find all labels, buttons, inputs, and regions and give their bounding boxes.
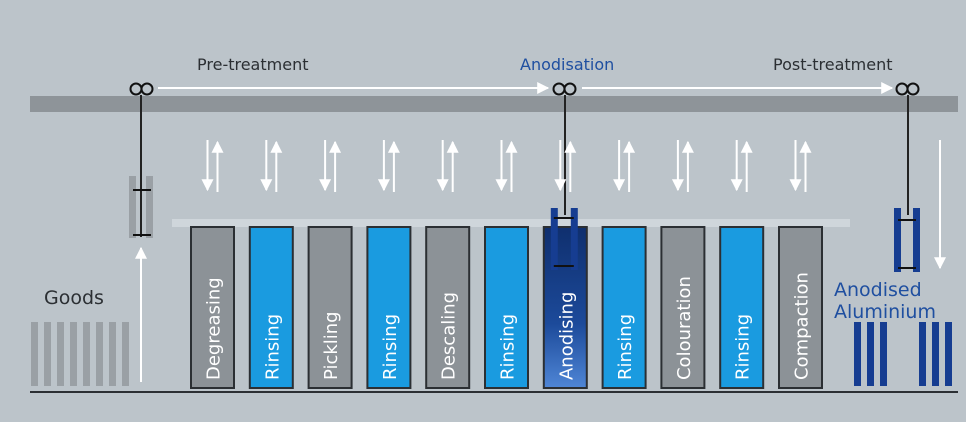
tank-label: Rinsing xyxy=(498,314,519,380)
tank-label: Compaction xyxy=(792,272,813,380)
anodised-label-line2: Aluminium xyxy=(834,301,936,323)
goods-bar xyxy=(83,322,90,386)
tank-label: Pickling xyxy=(321,311,342,380)
goods-bar xyxy=(31,322,38,386)
goods-bar xyxy=(57,322,64,386)
trolley-icon-1 xyxy=(129,82,154,237)
tank-5: Descaling xyxy=(425,226,471,389)
anodised-bar xyxy=(919,322,926,386)
overhead-rail xyxy=(30,96,958,112)
tank-label: Rinsing xyxy=(615,314,636,380)
tank-10: Rinsing xyxy=(719,226,765,389)
trolley-icon-3 xyxy=(895,82,920,215)
anodised-rack-icon xyxy=(894,208,920,272)
phase-label-post-treatment: Post-treatment xyxy=(773,55,893,74)
goods-bar xyxy=(44,322,51,386)
goods-bar xyxy=(109,322,116,386)
trolley-icon-2 xyxy=(552,82,577,215)
tank-9: Colouration xyxy=(660,226,706,389)
goods-bar xyxy=(122,322,129,386)
anodised-bar xyxy=(880,322,887,386)
phase-label-pre-treatment: Pre-treatment xyxy=(197,55,308,74)
anodised-label-line1: Anodised xyxy=(834,279,922,301)
goods-rack-icon xyxy=(129,176,153,238)
anodised-bar xyxy=(867,322,874,386)
tank-label: Degreasing xyxy=(204,277,225,380)
anodising-rack-icon xyxy=(550,208,578,270)
tank-label: Rinsing xyxy=(733,314,754,380)
tank-11: Compaction xyxy=(778,226,823,389)
anodised-bar xyxy=(854,322,861,386)
tank-label: Rinsing xyxy=(262,314,283,380)
tank-label: Rinsing xyxy=(380,314,401,380)
tank-label: Colouration xyxy=(674,276,695,380)
phase-label-anodisation: Anodisation xyxy=(520,55,614,74)
tank-7: Anodising xyxy=(542,226,588,389)
goods-stack-icon xyxy=(31,322,129,386)
goods-label: Goods xyxy=(44,287,104,309)
tank-label: Anodising xyxy=(556,292,577,380)
anodised-stack-icon xyxy=(854,322,952,386)
tank-1: Degreasing xyxy=(190,226,235,389)
tank-shelf xyxy=(172,219,850,227)
tank-3: Pickling xyxy=(307,226,353,389)
tank-8: Rinsing xyxy=(601,226,647,389)
tank-6: Rinsing xyxy=(484,226,529,389)
goods-bar xyxy=(96,322,103,386)
dip-arrows xyxy=(201,140,812,192)
goods-bar xyxy=(70,322,77,386)
tank-2: Rinsing xyxy=(248,226,294,389)
anodised-bar xyxy=(945,322,952,386)
tank-row: Degreasing Rinsing Pickling Rinsing Descalin… xyxy=(190,208,823,389)
anodised-bar xyxy=(932,322,939,386)
tank-4: Rinsing xyxy=(366,226,412,389)
title-fragment xyxy=(10,0,14,10)
tank-label: Descaling xyxy=(439,292,460,380)
